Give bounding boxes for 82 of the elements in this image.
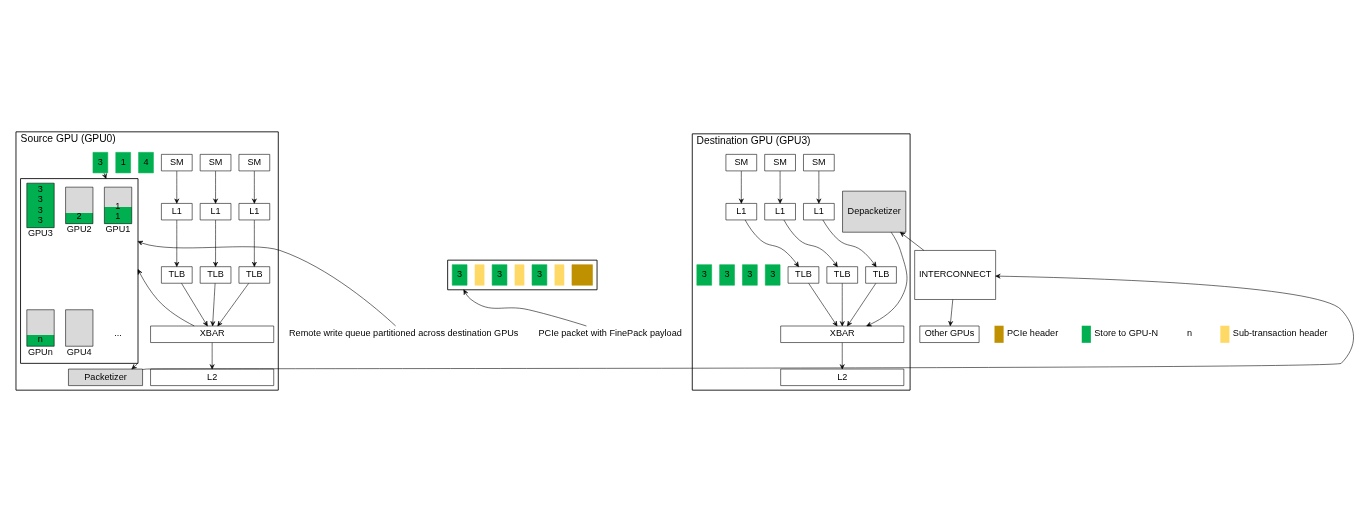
- legend-label: Store to GPU-N: [1094, 328, 1159, 339]
- node-box: L1: [161, 203, 193, 221]
- arrow: [209, 342, 215, 370]
- arrow: [142, 273, 1354, 370]
- arrow: [217, 283, 249, 327]
- node-box: SM: [238, 154, 271, 172]
- node-box: 4: [138, 152, 154, 174]
- node-text: Remote write queue partitioned across destination GPUs: [289, 328, 519, 339]
- arrow: [839, 283, 845, 327]
- node-bar: [554, 264, 565, 286]
- node-box: Other GPUs: [919, 325, 980, 343]
- arrow: [948, 299, 954, 327]
- node-box: 3: [451, 264, 468, 286]
- arrow: [181, 283, 208, 327]
- node-box: SM: [199, 154, 232, 172]
- arrow: [213, 219, 218, 267]
- node-box: 3: [765, 264, 781, 286]
- arrow: [252, 170, 257, 204]
- node-box: 3: [696, 264, 712, 286]
- node-box: L1: [764, 203, 796, 221]
- legend-label: Sub-transaction header: [1232, 328, 1328, 339]
- arrow: [174, 170, 180, 204]
- node-label: GPU2: [66, 224, 92, 235]
- node-box: L1: [803, 203, 835, 221]
- node-box: Depacketizer: [842, 190, 907, 233]
- node-box: XBAR: [150, 325, 274, 343]
- node-box: SM: [725, 154, 757, 172]
- cluster: [20, 178, 139, 364]
- node-box: SM: [764, 154, 796, 172]
- arrow: [174, 219, 180, 267]
- node-box: 3: [531, 264, 548, 286]
- node-box: SM: [161, 154, 193, 172]
- arrow: [131, 363, 138, 370]
- arrow: [839, 342, 845, 370]
- label: n: [1186, 328, 1193, 339]
- node-box: TLB: [787, 266, 820, 284]
- arrow: [252, 219, 257, 267]
- arrow: [213, 170, 218, 204]
- node-box: TLB: [199, 266, 232, 284]
- arrow: [463, 289, 587, 327]
- node-box: L2: [150, 368, 274, 386]
- arrow: [137, 269, 195, 327]
- node-text: PCIe packet with FinePack payload: [538, 328, 682, 339]
- arrow: [210, 283, 216, 327]
- node-box: [571, 264, 593, 286]
- arrow: [783, 219, 838, 267]
- cluster: [447, 259, 598, 291]
- node-box: TLB: [161, 266, 193, 284]
- node-box: TLB: [865, 266, 897, 284]
- node-box: 3: [491, 264, 508, 286]
- legend-label: PCIe header: [1007, 328, 1059, 339]
- node-box: TLB: [238, 266, 271, 284]
- arrow: [847, 283, 877, 327]
- node-box: XBAR: [780, 325, 905, 343]
- node-label: GPU1: [105, 224, 131, 235]
- arrow: [822, 219, 877, 267]
- arrow: [738, 170, 744, 204]
- arrow: [899, 231, 925, 251]
- node-box: SM: [803, 154, 835, 172]
- node-label: GPU3: [27, 228, 53, 239]
- arrow: [866, 232, 908, 327]
- node-label: GPU4: [66, 346, 92, 357]
- arrow: [137, 240, 396, 327]
- arrow: [102, 172, 107, 179]
- node-label: GPUn: [27, 346, 53, 357]
- node-box: 3: [742, 264, 758, 286]
- node-box: L1: [238, 203, 271, 221]
- node-box: L1: [199, 203, 232, 221]
- arrow: [744, 219, 799, 267]
- node-box: INTERCONNECT: [914, 250, 996, 300]
- arrow: [777, 170, 783, 204]
- node-box: L1: [725, 203, 757, 221]
- node-bar: [514, 264, 525, 286]
- node-box: L2: [780, 368, 905, 386]
- arrow: [808, 283, 838, 327]
- arrow: [816, 170, 822, 204]
- node-box: TLB: [826, 266, 858, 284]
- node-box: 3: [719, 264, 735, 286]
- label: ...: [114, 328, 122, 339]
- node-box: Packetizer: [68, 368, 143, 386]
- node-box: 1: [115, 152, 131, 174]
- node-bar: [474, 264, 485, 286]
